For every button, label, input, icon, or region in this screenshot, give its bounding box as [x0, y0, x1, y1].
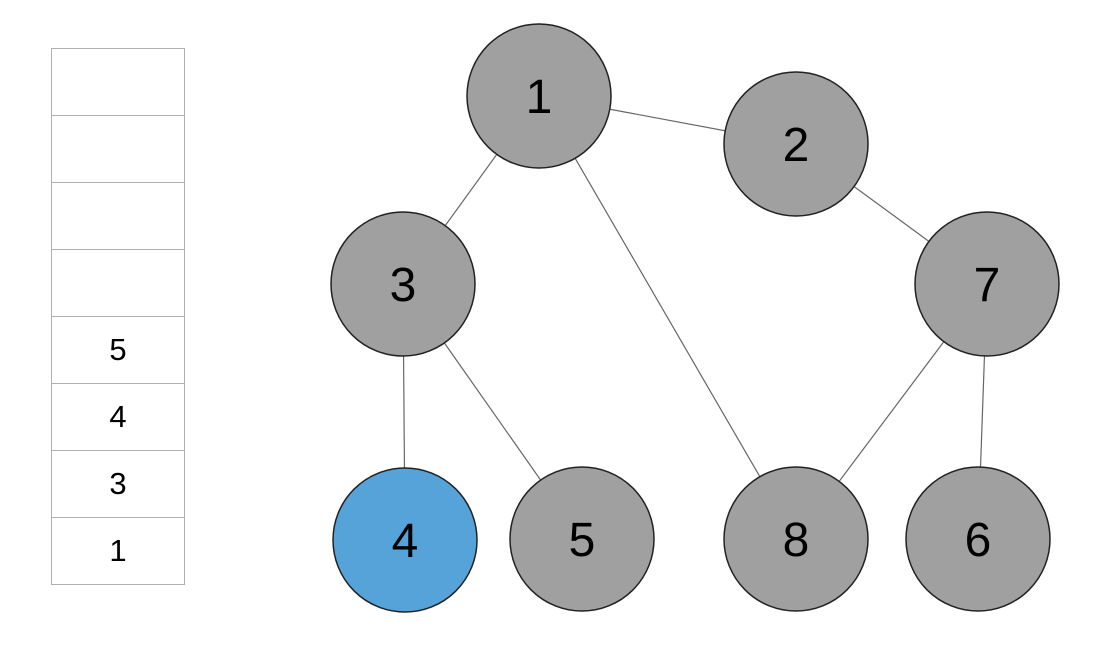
graph-node-7: 7	[914, 211, 1060, 357]
node-label-3: 3	[390, 259, 417, 312]
node-circle-5	[509, 466, 655, 612]
node-label-8: 8	[783, 514, 810, 567]
graph-node-1: 1	[466, 23, 612, 169]
node-circle-3	[330, 211, 476, 357]
graph-node-8: 8	[723, 466, 869, 612]
node-label-6: 6	[965, 514, 992, 567]
node-label-1: 1	[526, 71, 553, 124]
graph-node-5: 5	[509, 466, 655, 612]
stack-cell-4: 5	[51, 316, 185, 384]
node-label-2: 2	[783, 119, 810, 172]
stack-cell-6: 3	[51, 450, 185, 518]
stack-cell-7: 1	[51, 517, 185, 585]
node-circle-4	[332, 467, 478, 613]
graph-node-2: 2	[723, 71, 869, 217]
stack-panel: 5 4 3 1	[51, 48, 185, 585]
node-circle-1	[466, 23, 612, 169]
node-circle-6	[905, 466, 1051, 612]
node-circle-7	[914, 211, 1060, 357]
stack-cell-5: 4	[51, 383, 185, 451]
graph-node-3: 3	[330, 211, 476, 357]
node-circle-8	[723, 466, 869, 612]
stack-cell-1	[51, 115, 185, 183]
node-label-5: 5	[569, 514, 596, 567]
edge-1-8	[538, 95, 797, 540]
node-label-7: 7	[974, 259, 1001, 312]
graph-node-4: 4	[332, 467, 478, 613]
graph-node-6: 6	[905, 466, 1051, 612]
stack-cell-0	[51, 48, 185, 116]
node-circle-2	[723, 71, 869, 217]
node-label-4: 4	[392, 515, 419, 568]
stack-cell-3	[51, 249, 185, 317]
